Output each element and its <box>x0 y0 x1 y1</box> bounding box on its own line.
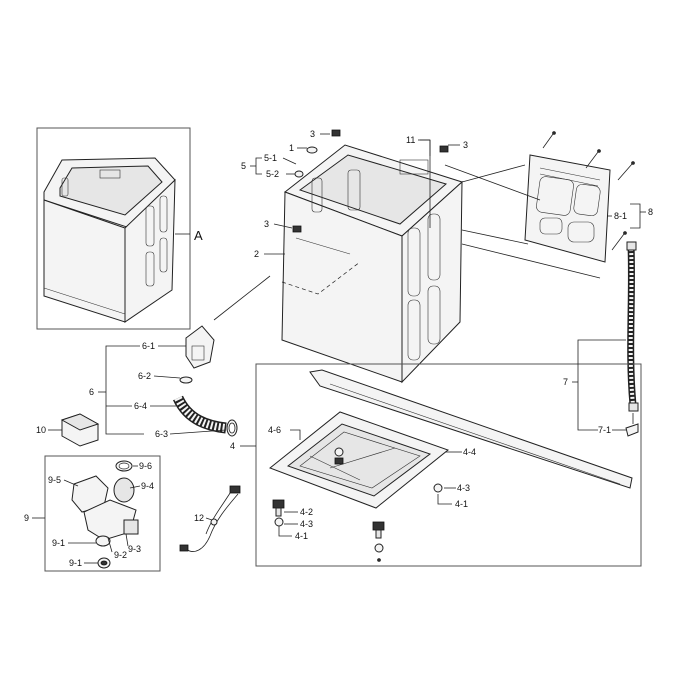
callout-4-1-right: 4-1 <box>455 499 468 509</box>
callout-4-3-right: 4-3 <box>457 483 470 493</box>
callout-4-3-left: 4-3 <box>300 519 313 529</box>
callout-9-1-lower: 9-1 <box>69 558 82 568</box>
callout-9-5: 9-5 <box>48 475 61 485</box>
callout-10: 10 <box>36 425 46 435</box>
callout-labels: 1 2 3 3 3 4 4-1 4-1 4-2 4-3 4-3 4-4 4-6 … <box>24 129 653 568</box>
callout-1: 1 <box>289 143 294 153</box>
hose-assembly-part-6 <box>172 325 238 437</box>
leveling-foot-left <box>272 499 285 527</box>
drain-hose-part-7 <box>625 241 639 437</box>
callout-6-1: 6-1 <box>142 341 155 351</box>
pump-assembly-part-9 <box>44 455 161 572</box>
callout-7: 7 <box>563 377 568 387</box>
callout-12: 12 <box>194 513 204 523</box>
callout-3-right: 3 <box>463 140 468 150</box>
callout-9-1-upper: 9-1 <box>52 538 65 548</box>
callout-5: 5 <box>241 161 246 171</box>
callout-4-4: 4-4 <box>463 447 476 457</box>
callout-6-3: 6-3 <box>155 429 168 439</box>
callout-9: 9 <box>24 513 29 523</box>
callout-9-2: 9-2 <box>114 550 127 560</box>
callout-11: 11 <box>406 135 415 145</box>
callout-a: A <box>194 228 203 243</box>
back-panel-part-8 <box>444 131 635 279</box>
leader-lines <box>32 133 646 564</box>
cabinet-part-2 <box>281 144 463 384</box>
leveling-foot-rear <box>334 447 344 465</box>
callout-8: 8 <box>648 207 653 217</box>
callout-5-2: 5-2 <box>266 169 279 179</box>
callout-8-1: 8-1 <box>614 211 627 221</box>
callout-4-2: 4-2 <box>300 507 313 517</box>
callout-4-6: 4-6 <box>268 425 281 435</box>
callout-3-top: 3 <box>310 129 315 139</box>
callout-4: 4 <box>230 441 235 451</box>
callout-6: 6 <box>89 387 94 397</box>
callout-9-4: 9-4 <box>141 481 154 491</box>
base-frame-part-4 <box>255 363 642 567</box>
callout-6-2: 6-2 <box>138 371 151 381</box>
callout-4-1-left: 4-1 <box>295 531 308 541</box>
inset-view-a <box>36 127 191 330</box>
leveling-foot-right <box>433 483 443 493</box>
callout-7-1: 7-1 <box>598 425 611 435</box>
small-top-parts <box>292 129 449 233</box>
callout-2: 2 <box>254 249 259 259</box>
callout-5-1: 5-1 <box>264 153 277 163</box>
callout-9-3: 9-3 <box>128 544 141 554</box>
part-10-block <box>60 413 100 447</box>
callout-6-4: 6-4 <box>134 401 147 411</box>
callout-3-left: 3 <box>264 219 269 229</box>
callout-9-6: 9-6 <box>139 461 152 471</box>
leveling-foot-front <box>372 521 385 562</box>
wire-harness-part-12 <box>179 485 241 552</box>
